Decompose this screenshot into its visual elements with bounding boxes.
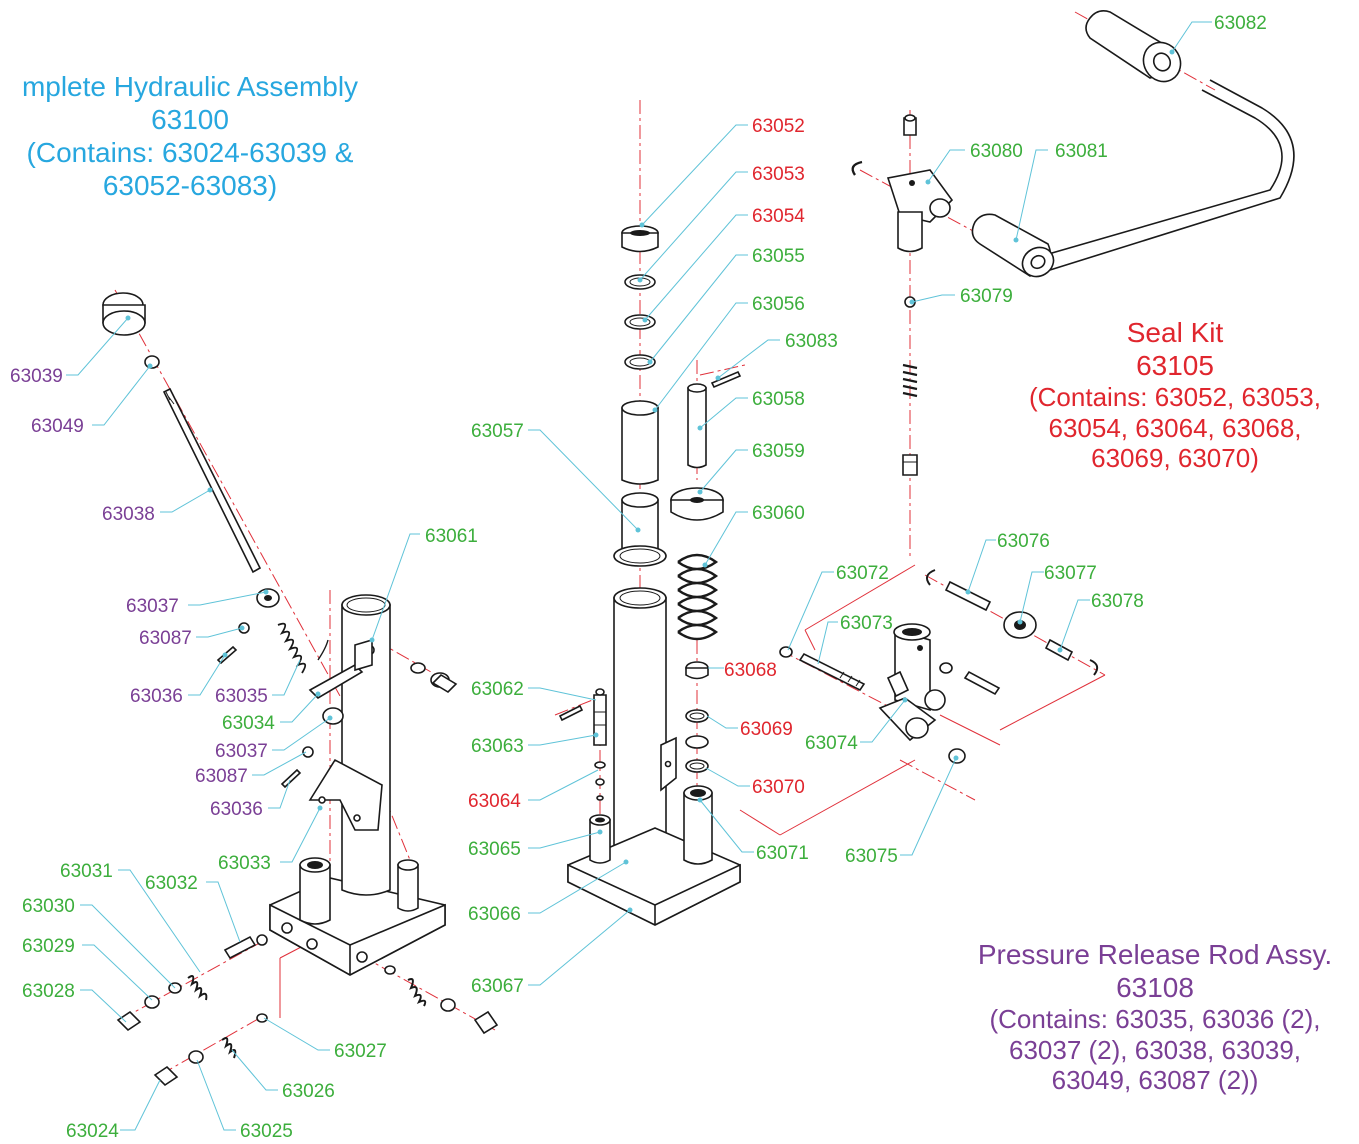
label-63068: 63068 xyxy=(724,660,777,681)
label-63024: 63024 xyxy=(66,1121,119,1142)
label-63087-upper: 63087 xyxy=(139,628,192,649)
pressure-release-title: Pressure Release Rod Assy. xyxy=(977,939,1333,970)
label-63049: 63049 xyxy=(31,416,84,437)
pressure-release-rod xyxy=(102,292,344,789)
leader-dots xyxy=(125,49,1175,913)
hydraulic-assembly-number: 63100 xyxy=(151,104,229,136)
label-63072: 63072 xyxy=(836,563,889,584)
seal-kit-title: Seal Kit xyxy=(1126,317,1224,348)
label-63070: 63070 xyxy=(752,777,805,798)
label-63036-lower: 63036 xyxy=(210,799,263,820)
label-63059: 63059 xyxy=(752,441,805,462)
label-63067: 63067 xyxy=(471,976,524,997)
label-63073: 63073 xyxy=(840,613,893,634)
label-63069: 63069 xyxy=(740,719,793,740)
label-63054: 63054 xyxy=(752,206,805,227)
hydraulic-assembly-contents-2: 63052-63083) xyxy=(102,170,278,202)
hydraulic-assembly-title: mplete Hydraulic Assembly xyxy=(21,71,359,102)
hydraulic-assembly-note: mplete Hydraulic Assembly 63100 (Contain… xyxy=(0,70,420,202)
label-63083: 63083 xyxy=(785,331,838,352)
pressure-release-contents-1: (Contains: 63035, 63036 (2), xyxy=(989,1004,1321,1035)
center-ram-stack xyxy=(613,225,677,887)
label-63028: 63028 xyxy=(22,981,75,1002)
center-base xyxy=(567,785,741,926)
label-63058: 63058 xyxy=(752,389,805,410)
label-63029: 63029 xyxy=(22,936,75,957)
label-63055: 63055 xyxy=(752,246,805,267)
label-63057: 63057 xyxy=(471,421,524,442)
center-small-parts xyxy=(558,370,742,801)
label-63078: 63078 xyxy=(1091,591,1144,612)
label-63076: 63076 xyxy=(997,531,1050,552)
label-63071: 63071 xyxy=(756,843,809,864)
hydraulic-assembly-contents-1: (Contains: 63024-63039 & xyxy=(26,137,354,169)
leader-lines xyxy=(66,21,1212,1131)
seal-kit-contents-2: 63054, 63064, 63068, xyxy=(1048,412,1302,443)
seal-kit-note: Seal Kit 63105 (Contains: 63052, 63053, … xyxy=(1005,316,1345,474)
label-63034: 63034 xyxy=(222,713,275,734)
label-63025: 63025 xyxy=(240,1121,293,1142)
label-63031: 63031 xyxy=(60,861,113,882)
label-63077: 63077 xyxy=(1044,563,1097,584)
label-63062: 63062 xyxy=(471,679,524,700)
label-63037-upper: 63037 xyxy=(126,596,179,617)
left-valve-parts xyxy=(116,662,499,1087)
pressure-release-note: Pressure Release Rod Assy. 63108 (Contai… xyxy=(955,938,1355,1096)
label-63087-lower: 63087 xyxy=(195,766,248,787)
label-63063: 63063 xyxy=(471,736,524,757)
label-63081: 63081 xyxy=(1055,141,1108,162)
left-pump-body xyxy=(269,594,446,976)
pressure-release-contents-2: 63037 (2), 63038, 63039, xyxy=(1008,1034,1302,1065)
seal-kit-contents-1: (Contains: 63052, 63053, xyxy=(1029,382,1321,413)
label-63066: 63066 xyxy=(468,904,521,925)
release-valve-assembly xyxy=(779,569,1099,764)
label-63030: 63030 xyxy=(22,896,75,917)
label-63065: 63065 xyxy=(468,839,521,860)
label-63035: 63035 xyxy=(215,686,268,707)
label-63026: 63026 xyxy=(282,1081,335,1102)
label-63032: 63032 xyxy=(145,873,198,894)
label-63061: 63061 xyxy=(425,526,478,547)
label-63037-lower: 63037 xyxy=(215,741,268,762)
label-63064: 63064 xyxy=(468,791,521,812)
seal-kit-number: 63105 xyxy=(1136,350,1214,382)
pressure-release-number: 63108 xyxy=(1116,972,1194,1004)
label-63053: 63053 xyxy=(752,164,805,185)
seal-kit-contents-3: 63069, 63070) xyxy=(1091,443,1259,474)
label-63079: 63079 xyxy=(960,286,1013,307)
label-63039: 63039 xyxy=(10,366,63,387)
part-labels: 63082 63080 63081 63079 63052 63053 6305… xyxy=(10,13,1267,1142)
label-63082: 63082 xyxy=(1214,13,1267,34)
label-63033: 63033 xyxy=(218,853,271,874)
label-63060: 63060 xyxy=(752,503,805,524)
label-63075: 63075 xyxy=(845,846,898,867)
handle-assembly xyxy=(851,10,1295,476)
label-63036-upper: 63036 xyxy=(130,686,183,707)
label-63074: 63074 xyxy=(805,733,858,754)
label-63027: 63027 xyxy=(334,1041,387,1062)
label-63056: 63056 xyxy=(752,294,805,315)
pressure-release-contents-3: 63049, 63087 (2)) xyxy=(1051,1065,1259,1096)
label-63038: 63038 xyxy=(102,504,155,525)
label-63052: 63052 xyxy=(752,116,805,137)
label-63080: 63080 xyxy=(970,141,1023,162)
